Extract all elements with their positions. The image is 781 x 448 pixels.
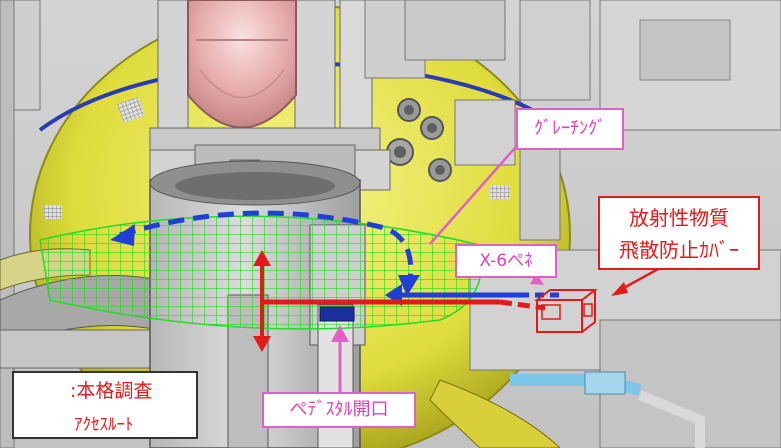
pedestal-opening-marker (319, 306, 355, 322)
grating-label: ｸﾞﾚｰﾁﾝｸﾞ (516, 108, 624, 150)
scatter-prevention-cover (534, 289, 598, 333)
scatter-cover-label: 放射性物質 飛散防止ｶﾊﾞｰ (598, 196, 760, 270)
pedestal-opening-label-text: ぺﾃﾞｽﾀﾙ開口 (289, 399, 389, 420)
scatter-cover-label-line1: 放射性物質 (629, 206, 729, 230)
lower-right-structure (429, 249, 781, 448)
pedestal-opening-label: ぺﾃﾞｽﾀﾙ開口 (262, 392, 416, 428)
scatter-cover-label-line2: 飛散防止ｶﾊﾞｰ (619, 238, 739, 262)
grating-label-text: ｸﾞﾚｰﾁﾝｸﾞ (534, 118, 606, 139)
legend: :本格調査 ｱｸｾｽﾙｰﾄ (12, 371, 198, 439)
penetration-label-text: X-6ぺﾈ (479, 251, 533, 271)
reactor-pressure-vessel (187, 0, 297, 129)
legend-subtitle: ｱｸｾｽﾙｰﾄ (74, 415, 134, 435)
penetration-label: X-6ぺﾈ (455, 244, 557, 278)
legend-title: :本格調査 (70, 380, 153, 402)
